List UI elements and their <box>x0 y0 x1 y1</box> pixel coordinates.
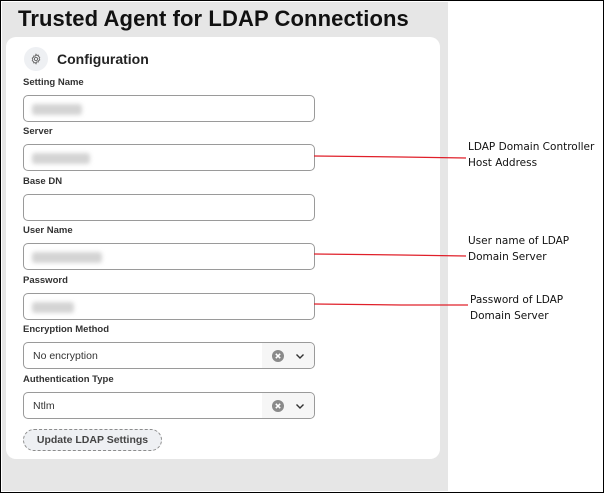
annotation-password: Password of LDAP Domain Server <box>470 292 563 324</box>
annotation-line: User name of LDAP <box>468 235 570 247</box>
select-tools <box>262 393 314 418</box>
annotation-line: Domain Server <box>468 251 547 263</box>
card-header: Configuration <box>24 47 149 71</box>
authentication-type-select[interactable]: Ntlm <box>23 392 315 419</box>
base-dn-label: Base DN <box>23 176 63 187</box>
annotation-line: LDAP Domain Controller <box>468 141 595 153</box>
server-input[interactable] <box>23 144 315 171</box>
chevron-down-icon[interactable] <box>295 402 305 410</box>
page-title: Trusted Agent for LDAP Connections <box>18 6 409 31</box>
authentication-type-value: Ntlm <box>33 399 55 412</box>
clear-circle-icon[interactable] <box>271 349 284 362</box>
server-label: Server <box>23 126 53 137</box>
annotation-user-name: User name of LDAP Domain Server <box>468 233 569 265</box>
encryption-method-label: Encryption Method <box>23 324 110 335</box>
update-ldap-settings-button[interactable]: Update LDAP Settings <box>23 429 162 451</box>
encryption-method-value: No encryption <box>33 349 98 362</box>
annotation-line: Domain Server <box>470 310 549 322</box>
annotation-line: Host Address <box>468 157 538 169</box>
annotation-line: Password of LDAP <box>470 294 564 306</box>
setting-name-label: Setting Name <box>23 77 84 88</box>
user-name-input[interactable] <box>23 243 315 270</box>
clear-circle-icon[interactable] <box>271 399 284 412</box>
app-panel: Trusted Agent for LDAP Connections Confi… <box>2 2 448 491</box>
annotation-server: LDAP Domain Controller Host Address <box>468 139 594 171</box>
redacted-value <box>32 252 102 263</box>
setting-name-input[interactable] <box>23 95 315 122</box>
chevron-down-icon[interactable] <box>295 352 305 360</box>
base-dn-input[interactable] <box>23 194 315 221</box>
password-input[interactable] <box>23 293 315 320</box>
user-name-label: User Name <box>23 225 73 236</box>
redacted-value <box>32 104 82 115</box>
card-title: Configuration <box>57 51 149 67</box>
select-tools <box>262 343 314 368</box>
configuration-card: Configuration Setting Name Server Base D… <box>6 37 440 459</box>
gear-icon <box>24 47 48 71</box>
password-label: Password <box>23 275 68 286</box>
redacted-value <box>32 153 90 164</box>
authentication-type-label: Authentication Type <box>23 374 114 385</box>
redacted-value <box>32 302 74 313</box>
encryption-method-select[interactable]: No encryption <box>23 342 315 369</box>
